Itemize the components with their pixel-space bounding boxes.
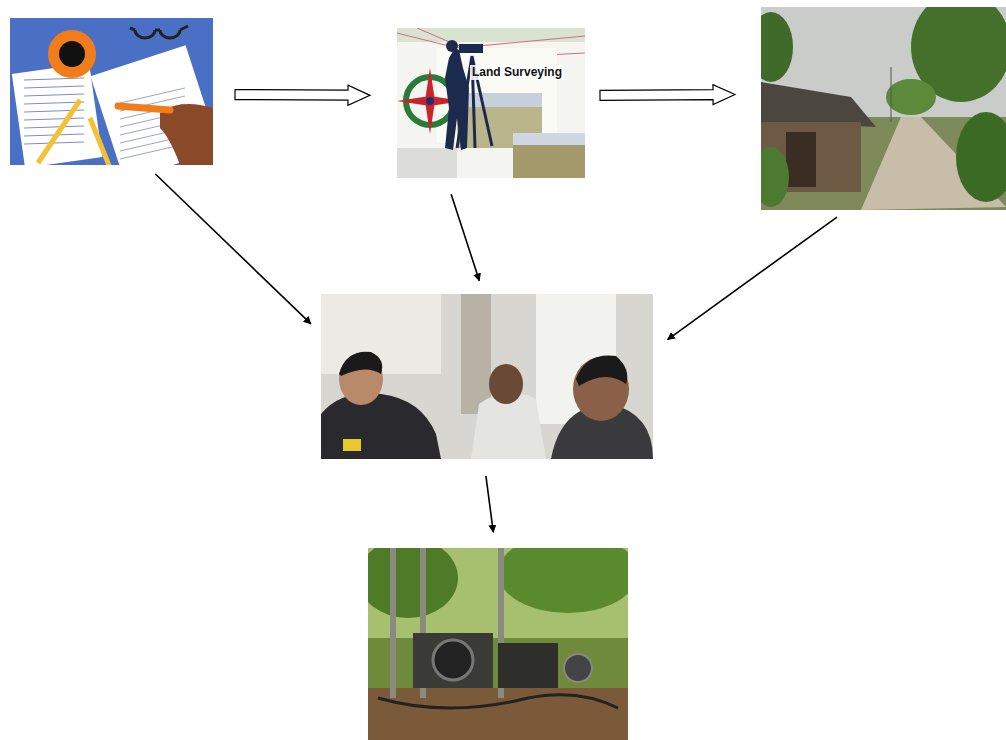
illustration-part bbox=[576, 355, 627, 386]
illustration-part bbox=[433, 640, 473, 680]
picture-title: Land Surveying bbox=[470, 65, 564, 80]
illustration-part bbox=[90, 45, 213, 165]
arrow-line bbox=[155, 174, 311, 324]
illustration-part bbox=[38, 100, 80, 163]
illustration-part bbox=[48, 30, 96, 78]
illustration-part bbox=[24, 118, 84, 120]
illustration bbox=[368, 548, 628, 740]
arrow-line bbox=[451, 194, 479, 281]
illustration-part bbox=[397, 28, 585, 178]
illustration-part bbox=[118, 106, 170, 110]
arrow-line bbox=[486, 476, 493, 532]
illustration-part bbox=[343, 439, 361, 451]
illustration-part bbox=[24, 86, 84, 88]
illustration-part bbox=[498, 548, 628, 613]
illustration-part bbox=[321, 393, 441, 459]
arrow-line bbox=[668, 217, 837, 340]
picture-box bbox=[321, 294, 653, 459]
picture-box: Land Surveying bbox=[397, 28, 585, 178]
illustration-part bbox=[891, 67, 892, 122]
illustration-part bbox=[130, 26, 188, 38]
block-arrow bbox=[235, 85, 370, 105]
illustration bbox=[10, 18, 213, 165]
illustration bbox=[397, 28, 585, 178]
illustration-part bbox=[397, 148, 457, 178]
picture-box bbox=[368, 548, 628, 740]
illustration-part bbox=[24, 78, 84, 80]
illustration-part bbox=[390, 548, 396, 698]
illustration-part bbox=[90, 118, 110, 165]
illustration-part bbox=[339, 352, 382, 376]
illustration-part bbox=[513, 133, 585, 145]
illustration-part bbox=[446, 40, 458, 52]
illustration-part bbox=[489, 364, 523, 404]
illustration-part bbox=[457, 93, 542, 107]
illustration-part bbox=[761, 12, 793, 82]
picture-box bbox=[10, 18, 213, 165]
illustration-part bbox=[761, 147, 789, 207]
illustration-part bbox=[786, 132, 816, 187]
illustration-part bbox=[59, 41, 85, 67]
illustration-part bbox=[761, 82, 876, 127]
illustration-part bbox=[426, 97, 434, 105]
illustration-part bbox=[24, 126, 84, 128]
illustration-part bbox=[321, 294, 653, 459]
illustration-part bbox=[378, 695, 618, 708]
illustration-part bbox=[368, 548, 458, 618]
illustration-part bbox=[425, 68, 435, 134]
illustration-part bbox=[459, 44, 483, 53]
illustration-part bbox=[461, 294, 491, 414]
illustration-part bbox=[564, 654, 592, 682]
illustration-part bbox=[886, 79, 936, 115]
picture-box bbox=[761, 7, 1006, 210]
illustration bbox=[321, 294, 653, 459]
illustration-part bbox=[498, 643, 558, 688]
illustration bbox=[761, 7, 1006, 210]
illustration-part bbox=[513, 133, 585, 178]
block-arrow bbox=[600, 85, 735, 105]
illustration-part bbox=[24, 94, 84, 96]
illustration-part bbox=[120, 88, 185, 103]
illustration-part bbox=[956, 112, 1006, 202]
illustration-part bbox=[413, 633, 493, 688]
illustration-part bbox=[12, 63, 102, 165]
